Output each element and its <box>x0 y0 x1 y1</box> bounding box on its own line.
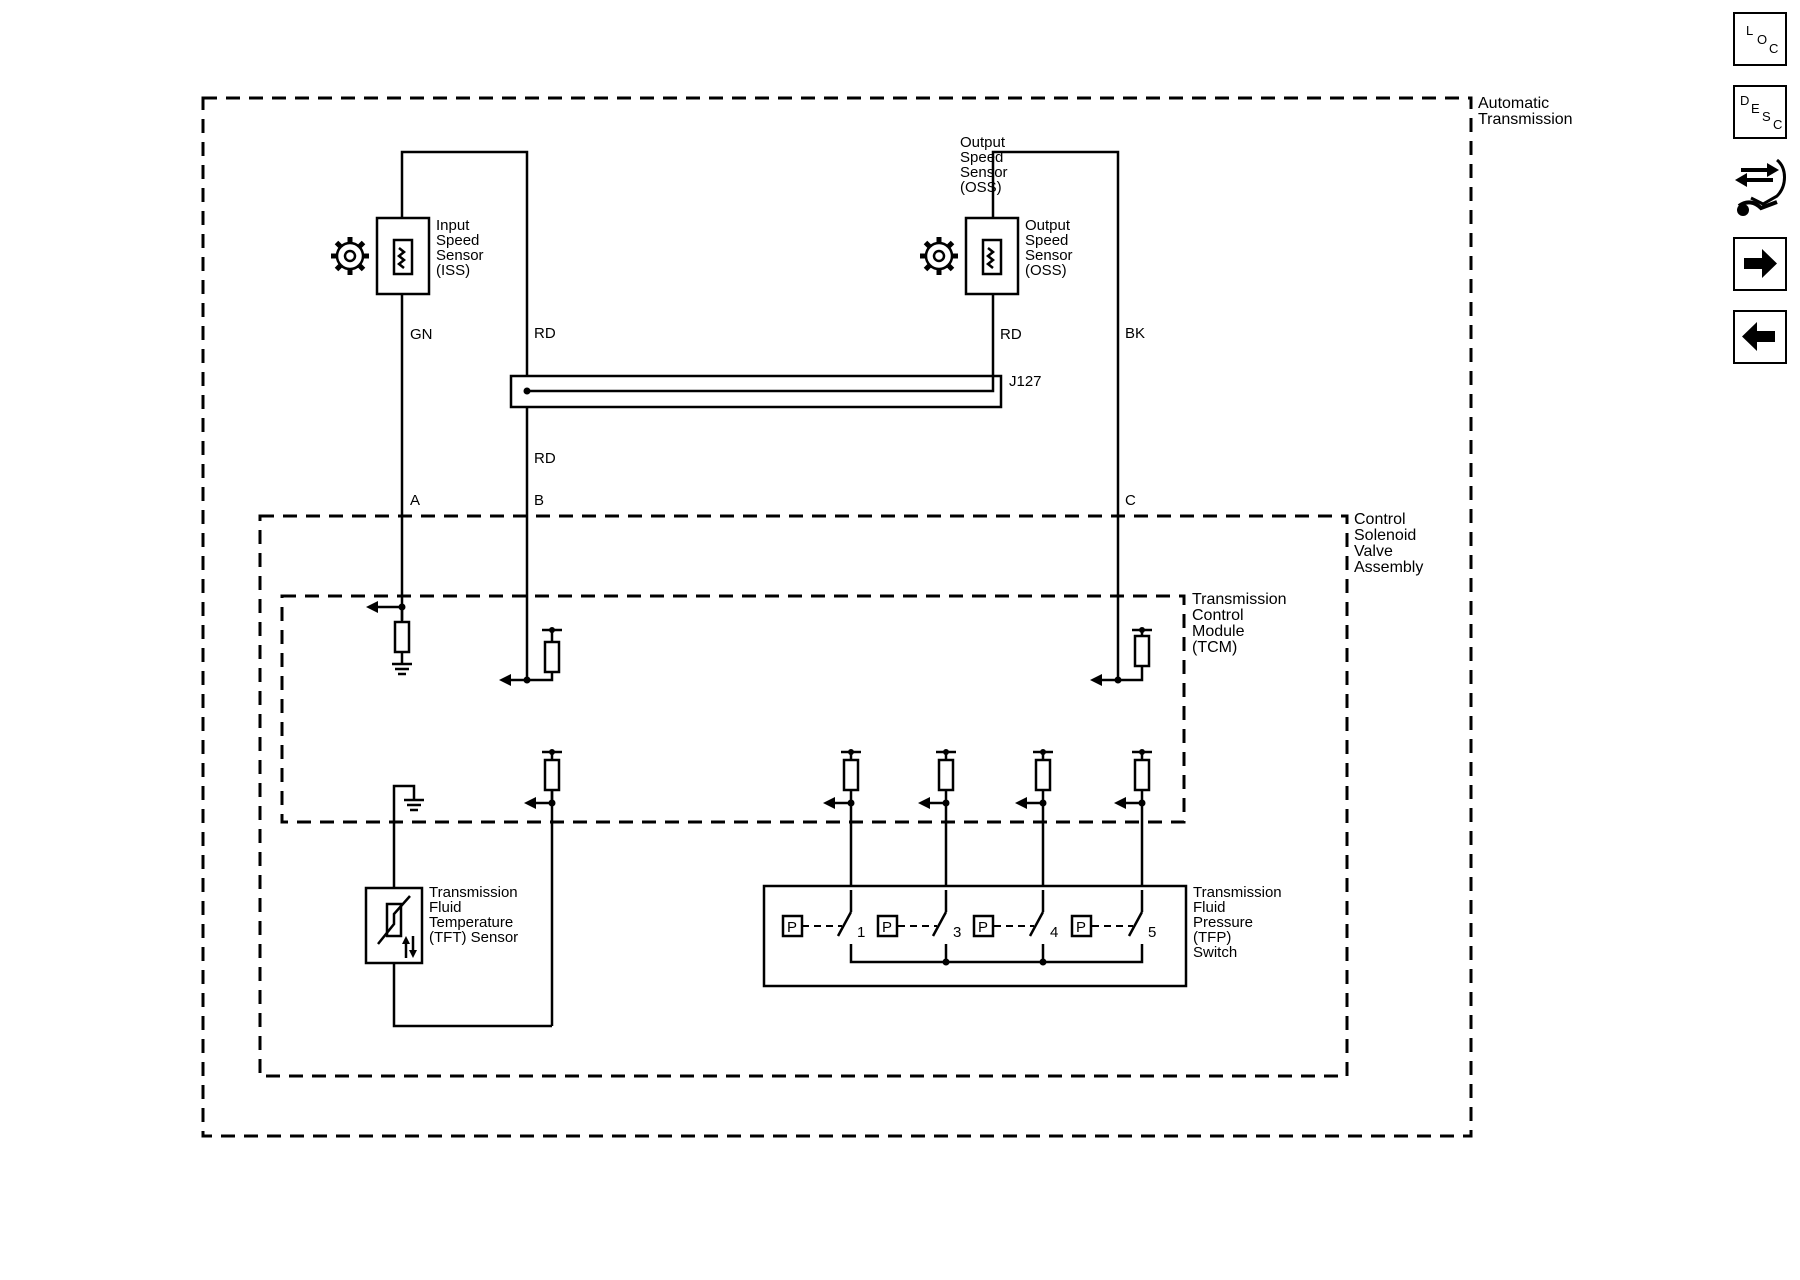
tcm-boundary <box>280 594 1186 824</box>
tft-ground <box>392 784 424 890</box>
pin-b: B <box>534 492 544 509</box>
pin-c: C <box>1125 492 1136 509</box>
switch-position-4: 4 <box>1050 924 1058 941</box>
wire-color-bk: BK <box>1125 325 1145 342</box>
description-view-button[interactable]: D E S C <box>1733 85 1787 139</box>
arrow-left-icon <box>1742 322 1775 351</box>
svg-text:P: P <box>787 919 797 936</box>
iss-sensor-element <box>392 238 414 276</box>
tcm-input-tft <box>524 749 562 1026</box>
pin-a: A <box>410 492 420 509</box>
pressure-symbol-5: P <box>1070 914 1093 938</box>
svg-text:P: P <box>882 919 892 936</box>
wire-color-gn: GN <box>410 326 433 343</box>
wire-color-rd-oss: RD <box>1000 326 1022 343</box>
thermistor-icon <box>377 895 417 958</box>
tcm-input-pin-b <box>499 627 562 686</box>
tft-return-wire <box>392 963 552 1028</box>
control-solenoid-valve-assembly-boundary <box>258 514 1349 1078</box>
oss-sensor-element <box>981 238 1003 276</box>
gear-icon <box>920 237 958 275</box>
svg-text:P: P <box>1076 919 1086 936</box>
switch-position-1: 1 <box>857 924 865 941</box>
tfp-pullups <box>823 749 1152 890</box>
splice-label: J127 <box>1009 373 1042 390</box>
location-view-button[interactable]: L O C <box>1733 12 1787 66</box>
next-page-button[interactable] <box>1733 237 1787 291</box>
oss-signal-wire <box>991 150 1120 680</box>
wire-color-rd-splice: RD <box>534 450 556 467</box>
tcm-input-pin-c <box>1090 627 1152 686</box>
arrow-right-icon <box>1744 249 1777 278</box>
splice-internal-wire <box>527 376 995 393</box>
previous-page-button[interactable] <box>1733 310 1787 364</box>
tfp-switch-contacts <box>802 890 1144 966</box>
pressure-symbol-1: P <box>781 914 804 938</box>
wire-color-rd-iss: RD <box>534 325 556 342</box>
gear-icon <box>331 237 369 275</box>
tcm-input-iss <box>366 601 412 676</box>
pressure-symbol-3: P <box>876 914 899 938</box>
switch-position-3: 3 <box>953 924 961 941</box>
svg-text:P: P <box>978 919 988 936</box>
automatic-transmission-boundary <box>201 96 1473 1138</box>
pressure-symbol-4: P <box>972 914 995 938</box>
connector-view-icon[interactable] <box>1733 156 1789 226</box>
switch-position-5: 5 <box>1148 924 1156 941</box>
